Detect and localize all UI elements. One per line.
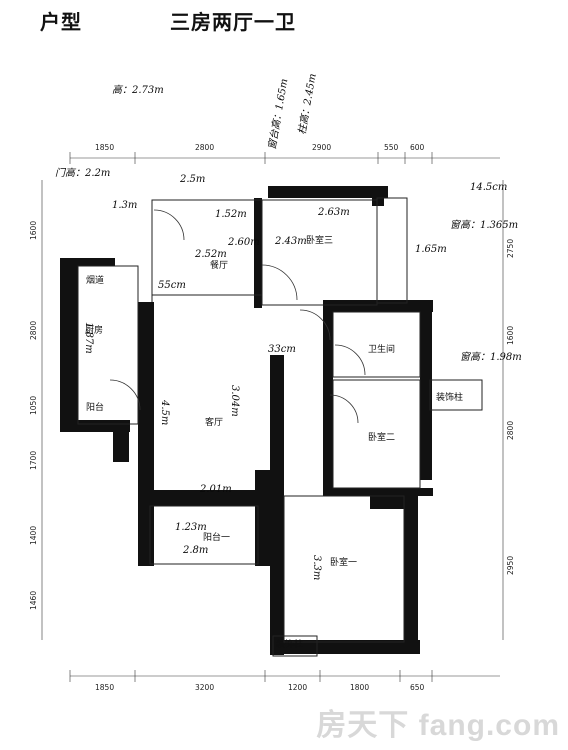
- dim-left-3: 1050: [29, 396, 38, 415]
- plan-type-label: 户型: [40, 10, 82, 34]
- note-window-sill: 窗台高：1.65m: [266, 78, 290, 151]
- dim-top-2: 2800: [195, 143, 214, 152]
- dim-bottom-2: 3200: [195, 683, 214, 692]
- note-misc-2: 14.5cm: [470, 182, 507, 193]
- dim-right-2: 1600: [506, 326, 515, 345]
- dim-left-6: 1460: [29, 591, 38, 610]
- dim-top-3: 2900: [312, 143, 331, 152]
- dim-bottom-5: 650: [410, 683, 425, 692]
- note-liv-5: 3.04m: [229, 385, 240, 417]
- dim-left-4: 1700: [29, 451, 38, 470]
- door-arcs: [109, 209, 366, 424]
- label-bedroom-3: 卧室三: [306, 234, 333, 246]
- note-bal-1: 1.23m: [175, 522, 207, 533]
- label-balcony-1: 阳台一: [203, 531, 230, 543]
- plan-layout-name: 三房两厅一卫: [170, 10, 296, 34]
- label-deco-pillar-right: 装饰柱: [436, 391, 463, 403]
- room-outlines: [77, 197, 483, 657]
- note-pillar: 柱高：2.45m: [296, 73, 319, 136]
- dim-left-2: 2800: [29, 321, 38, 340]
- label-balcony-small: 阳台: [86, 401, 104, 413]
- note-door-height: 门高：2.2m: [55, 167, 110, 179]
- dimension-lines: [41, 152, 504, 682]
- note-bed3-3: 1.65m: [415, 244, 447, 255]
- note-liv-9: 2.5m: [179, 174, 205, 185]
- note-liv-1: 1.52m: [215, 209, 247, 220]
- label-kitchen: 厨房: [85, 324, 103, 336]
- note-misc-1: 33cm: [268, 344, 296, 355]
- note-bal-2: 2.8m: [182, 545, 208, 556]
- note-liv-7: 55cm: [158, 280, 186, 291]
- dim-right-4: 2950: [506, 556, 515, 575]
- note-bed3-2: 2.43m: [274, 236, 307, 247]
- dim-top-5: 600: [410, 143, 425, 152]
- dim-right-1: 2750: [506, 239, 515, 258]
- dim-bottom-1: 1850: [95, 683, 114, 692]
- label-living-room: 客厅: [205, 416, 223, 428]
- note-kit-1: 1.87m: [83, 322, 94, 354]
- note-liv-2: 2.52m: [194, 249, 227, 260]
- label-deco-pillar-bottom: 装饰柱: [276, 638, 303, 650]
- note-liv-8: 1.3m: [112, 200, 137, 211]
- label-dining-room: 餐厅: [210, 259, 228, 271]
- note-bed1-1: 3.3m: [311, 555, 322, 580]
- note-liv-4: 4.5m: [159, 399, 170, 425]
- dim-left-5: 1400: [29, 526, 38, 545]
- dim-left-1: 1600: [29, 221, 38, 240]
- dim-right-3: 2800: [506, 421, 515, 440]
- note-liv-3: 2.60m: [227, 237, 260, 248]
- walls: [60, 186, 433, 655]
- note-window-right-1: 窗高：1.365m: [450, 219, 518, 231]
- label-bathroom: 卫生间: [368, 343, 395, 355]
- note-bed3-1: 2.63m: [317, 207, 350, 218]
- dim-bottom-4: 1800: [350, 683, 369, 692]
- dim-top-4: 550: [384, 143, 399, 152]
- dim-top-1: 1850: [95, 143, 114, 152]
- note-window-right-2: 窗高：1.98m: [460, 351, 522, 363]
- watermark-logo: 房天下 fang.com: [316, 709, 560, 742]
- label-bedroom-2: 卧室二: [368, 431, 395, 443]
- label-flue: 烟道: [86, 274, 104, 286]
- note-height: 高：2.73m: [112, 84, 164, 96]
- note-liv-6: 2.01m: [199, 484, 232, 495]
- label-bedroom-1: 卧室一: [330, 556, 357, 568]
- dim-bottom-3: 1200: [288, 683, 307, 692]
